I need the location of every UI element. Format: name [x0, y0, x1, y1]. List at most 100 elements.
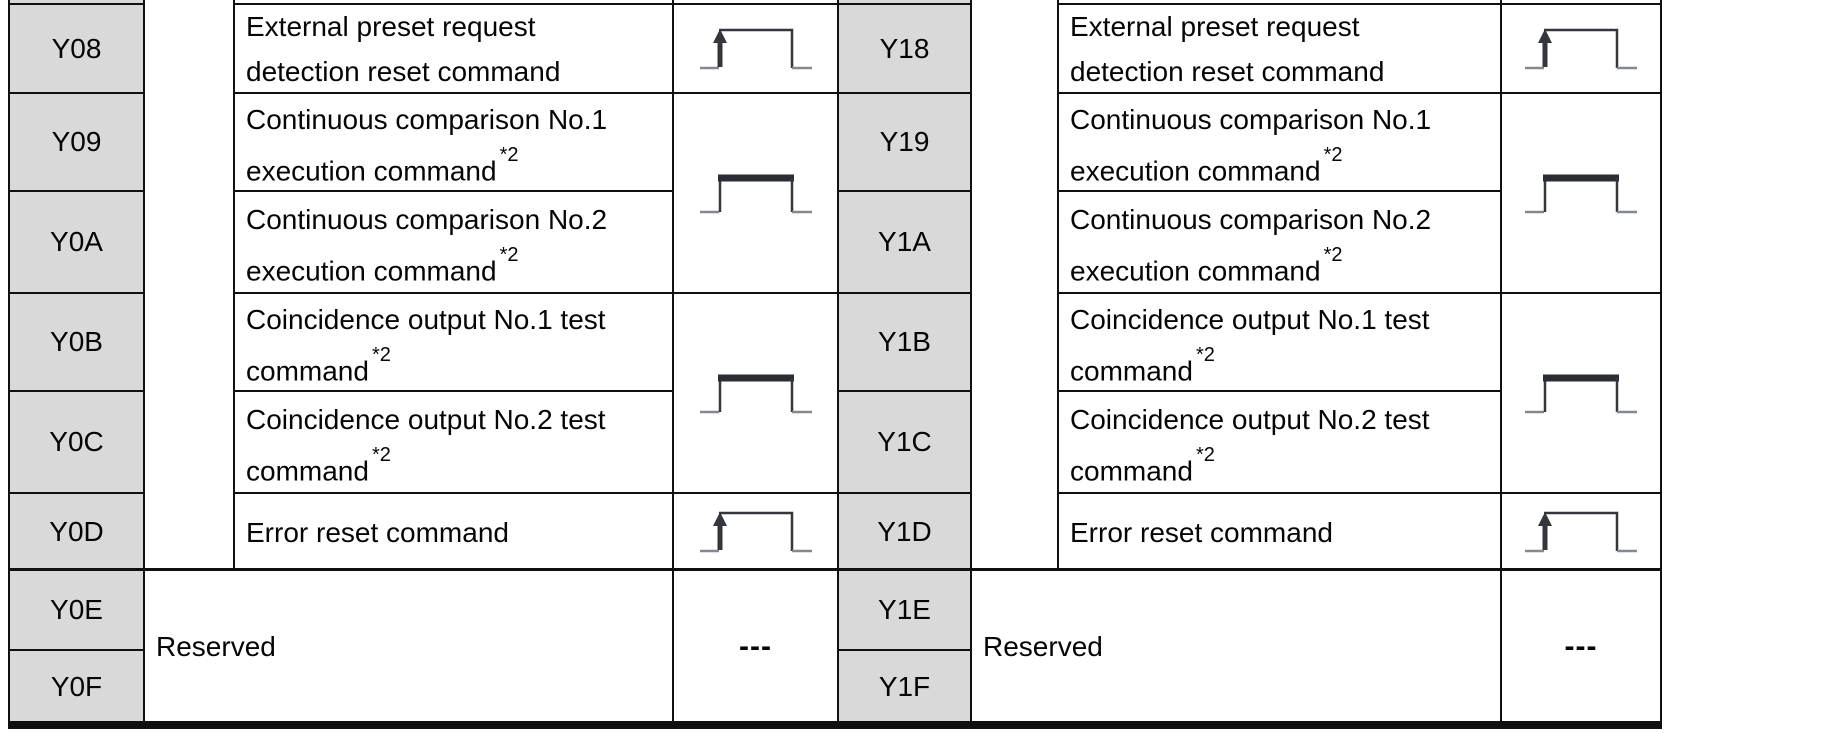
rising-edge-pulse-icon: [699, 511, 812, 553]
footnote-ref: *2: [1323, 144, 1343, 166]
waveform-cell-y08: [672, 3, 837, 92]
signal-cell-y08: Y08: [8, 3, 143, 92]
description-cell-y1d: Error reset command: [1057, 492, 1500, 570]
signal-label: Y18: [879, 32, 930, 64]
description-line: Error reset command: [246, 516, 509, 548]
gap-column-right: [970, 0, 1057, 570]
waveform-cell-y18: [1500, 3, 1662, 92]
description-cell-y1c: Coincidence output No.2 test command*2: [1057, 390, 1500, 492]
signal-cell-y18: Y18: [837, 3, 970, 92]
footnote-ref: *2: [499, 144, 519, 166]
waveform-cell-reserved-right: ---: [1500, 570, 1662, 723]
no-waveform-dashes: ---: [739, 629, 772, 663]
desc-col-top-sliver-right: [1057, 0, 1500, 3]
rising-edge-pulse-icon: [1525, 511, 1637, 553]
description-line: Coincidence output No.1 test: [1070, 304, 1430, 335]
footnote-ref: *2: [499, 244, 519, 266]
level-signal-icon: [699, 374, 812, 414]
description-line: Continuous comparison No.1: [1070, 104, 1432, 135]
signal-label: Y0E: [50, 593, 103, 625]
waveform-cell-y19-y1a: [1500, 92, 1662, 292]
signal-label: Y1E: [878, 593, 931, 625]
waveform-cell-y0d: [672, 492, 837, 570]
signal-cell-y0b: Y0B: [8, 292, 143, 390]
signal-cell-y0e: Y0E: [8, 570, 143, 649]
description-line: execution command*2: [1070, 144, 1343, 187]
waveform-cell-y1b-y1c: [1500, 292, 1662, 492]
description-cell-y08: External preset request detection reset …: [233, 3, 672, 92]
description-line: execution command*2: [246, 244, 519, 287]
description-line: command*2: [1070, 344, 1215, 387]
footnote-ref: *2: [371, 344, 391, 366]
waveform-cell-reserved-left: ---: [672, 570, 837, 723]
footnote-ref: *2: [1323, 244, 1343, 266]
signal-cell-y0d: Y0D: [8, 492, 143, 570]
table-bottom-rule: [8, 721, 1662, 729]
description-cell-y0b: Coincidence output No.1 test command*2: [233, 292, 672, 390]
signal-label: Y0A: [50, 226, 103, 257]
no-waveform-dashes: ---: [1564, 629, 1598, 663]
description-cell-y1a: Continuous comparison No.2 execution com…: [1057, 190, 1500, 292]
description-line: Coincidence output No.2 test: [1070, 404, 1430, 435]
gap-column-left: [143, 0, 233, 570]
waveform-cell-y1d: [1500, 492, 1662, 570]
description-line: External preset request: [246, 10, 536, 42]
rising-edge-pulse-icon: [699, 28, 812, 69]
signal-label: Y19: [879, 126, 930, 157]
rising-edge-pulse-icon: [1525, 28, 1637, 69]
signal-label: Y1D: [877, 516, 932, 547]
signal-label: Y0B: [50, 326, 103, 357]
description-line: execution command*2: [1070, 244, 1343, 287]
thick-separator-rule: [8, 568, 1662, 571]
signal-col-top-sliver-left: [8, 0, 143, 3]
signal-label: Y1A: [878, 226, 931, 257]
signal-label: Y0F: [50, 671, 103, 702]
signal-col-top-sliver-right: [837, 0, 970, 3]
signal-label: Y09: [51, 126, 102, 157]
description-cell-y09: Continuous comparison No.1 execution com…: [233, 92, 672, 190]
signal-cell-y1d: Y1D: [837, 492, 970, 570]
signal-label: Y0D: [49, 516, 104, 547]
description-cell-y1b: Coincidence output No.1 test command*2: [1057, 292, 1500, 390]
wave-col-top-sliver-right: [1500, 0, 1662, 3]
description-line: detection reset command: [246, 55, 561, 87]
signal-label: Y08: [51, 32, 102, 64]
description-cell-y19: Continuous comparison No.1 execution com…: [1057, 92, 1500, 190]
signal-label: Y1B: [878, 326, 931, 357]
description-line: detection reset command: [1070, 55, 1385, 87]
signal-cell-y1f: Y1F: [837, 649, 970, 723]
description-line: Coincidence output No.1 test: [246, 304, 606, 335]
description-line: command*2: [1070, 444, 1215, 487]
signal-label: Y1C: [877, 426, 932, 457]
signal-cell-y1b: Y1B: [837, 292, 970, 390]
reserved-cell-left: Reserved: [143, 570, 672, 723]
footnote-ref: *2: [1195, 344, 1215, 366]
signal-label: Y1F: [878, 671, 931, 702]
desc-col-top-sliver-left: [233, 0, 672, 3]
description-line: Continuous comparison No.2: [1070, 204, 1432, 235]
description-cell-y0a: Continuous comparison No.2 execution com…: [233, 190, 672, 292]
description-cell-y0d: Error reset command: [233, 492, 672, 570]
signal-label: Y0C: [49, 426, 104, 457]
signal-cell-y19: Y19: [837, 92, 970, 190]
description-cell-y18: External preset request detection reset …: [1057, 3, 1500, 92]
description-line: Continuous comparison No.2: [246, 204, 608, 235]
signal-cell-y0f: Y0F: [8, 649, 143, 723]
description-line: Error reset command: [1070, 516, 1333, 548]
signal-cell-y1a: Y1A: [837, 190, 970, 292]
waveform-cell-y09-y0a: [672, 92, 837, 292]
description-line: execution command*2: [246, 144, 519, 187]
reserved-cell-right: Reserved: [970, 570, 1500, 723]
level-signal-icon: [699, 174, 812, 214]
signal-cell-y1c: Y1C: [837, 390, 970, 492]
description-cell-y0c: Coincidence output No.2 test command*2: [233, 390, 672, 492]
signal-cell-y0a: Y0A: [8, 190, 143, 292]
level-signal-icon: [1525, 374, 1637, 414]
waveform-cell-y0b-y0c: [672, 292, 837, 492]
description-line: command*2: [246, 344, 391, 387]
description-line: Coincidence output No.2 test: [246, 404, 606, 435]
signal-cell-y09: Y09: [8, 92, 143, 190]
level-signal-icon: [1525, 174, 1637, 214]
description-line: Continuous comparison No.1: [246, 104, 608, 135]
description-line: command*2: [246, 444, 391, 487]
